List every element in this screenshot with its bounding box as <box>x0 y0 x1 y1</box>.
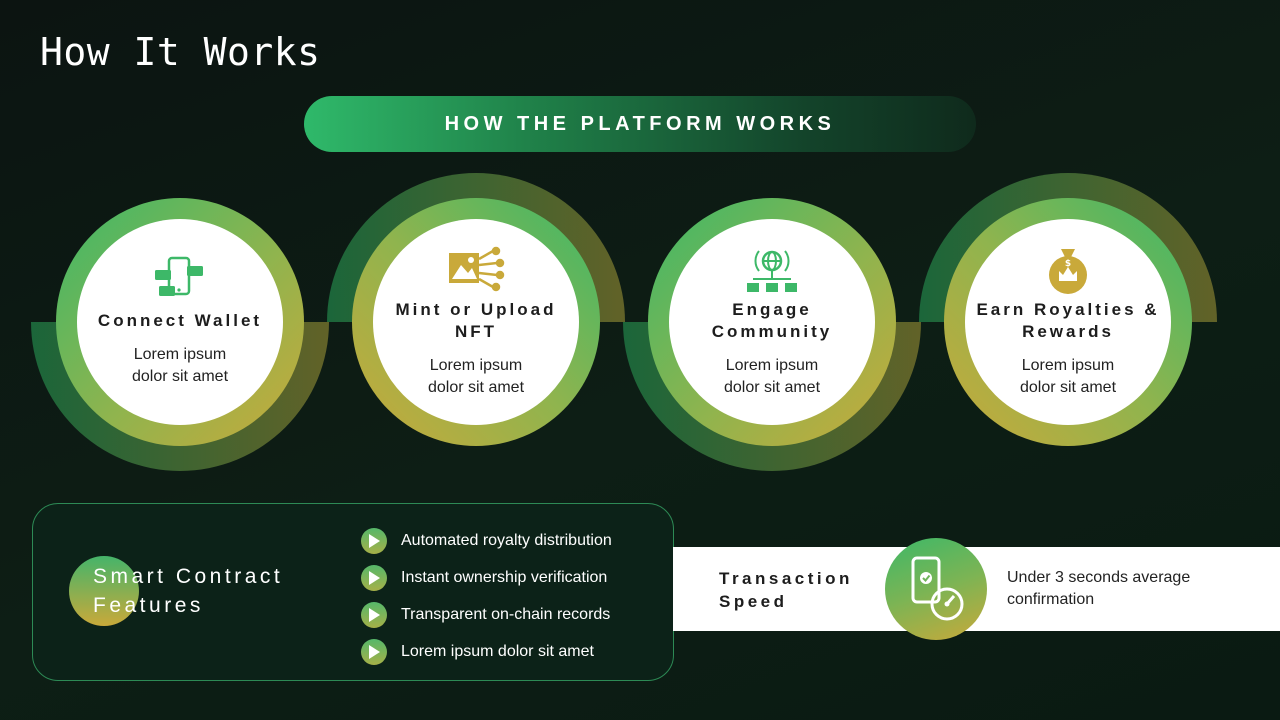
svg-text:$: $ <box>1065 259 1071 269</box>
play-icon <box>361 527 387 554</box>
section-banner: HOW THE PLATFORM WORKS <box>304 96 976 152</box>
step-desc: Lorem ipsum dolor sit amet <box>723 357 821 396</box>
step-title: Mint or Upload NFT <box>395 300 557 341</box>
step-earn-royalties: $ Earn Royalties & Rewards Lorem ipsum d… <box>965 219 1171 425</box>
list-item: Automated royalty distribution <box>361 522 612 559</box>
features-list: Automated royalty distribution Instant o… <box>361 522 612 670</box>
step-title: Earn Royalties & Rewards <box>976 300 1160 341</box>
features-title: Smart Contract Features <box>93 565 284 617</box>
nft-image-icon <box>449 246 505 292</box>
list-item: Instant ownership verification <box>361 559 612 596</box>
step-engage-community: Engage Community Lorem ipsum dolor sit a… <box>669 219 875 425</box>
wallet-phone-icon <box>155 256 203 296</box>
speed-badge <box>885 538 987 640</box>
feature-text: Transparent on-chain records <box>401 605 611 623</box>
play-icon <box>361 601 387 628</box>
list-item: Transparent on-chain records <box>361 596 612 633</box>
play-icon <box>361 638 387 665</box>
play-icon <box>361 564 387 591</box>
step-desc: Lorem ipsum dolor sit amet <box>1019 357 1117 396</box>
list-item: Lorem ipsum dolor sit amet <box>361 633 612 670</box>
phone-speedometer-icon <box>911 556 964 621</box>
step-mint-upload-nft: Mint or Upload NFT Lorem ipsum dolor sit… <box>373 219 579 425</box>
network-globe-icon <box>747 250 797 292</box>
feature-text: Lorem ipsum dolor sit amet <box>401 642 594 660</box>
money-bag-icon: $ <box>1049 249 1087 294</box>
step-desc: Lorem ipsum dolor sit amet <box>427 357 525 396</box>
features-accent-dot <box>69 556 139 626</box>
speed-label: Transaction Speed <box>719 569 853 611</box>
feature-text: Automated royalty distribution <box>401 531 612 549</box>
step-desc: Lorem ipsum dolor sit amet <box>131 346 229 385</box>
feature-text: Instant ownership verification <box>401 568 608 586</box>
banner-label: HOW THE PLATFORM WORKS <box>444 112 836 135</box>
step-connect-wallet: Connect Wallet Lorem ipsum dolor sit ame… <box>77 219 283 425</box>
step-title: Connect Wallet <box>97 311 263 330</box>
step-title: Engage Community <box>711 300 833 341</box>
page-title: How It Works <box>40 30 321 74</box>
smart-contract-features-panel: Smart Contract Features Automated royalt… <box>32 503 674 681</box>
speed-desc: Under 3 seconds average confirmation <box>1007 569 1191 608</box>
